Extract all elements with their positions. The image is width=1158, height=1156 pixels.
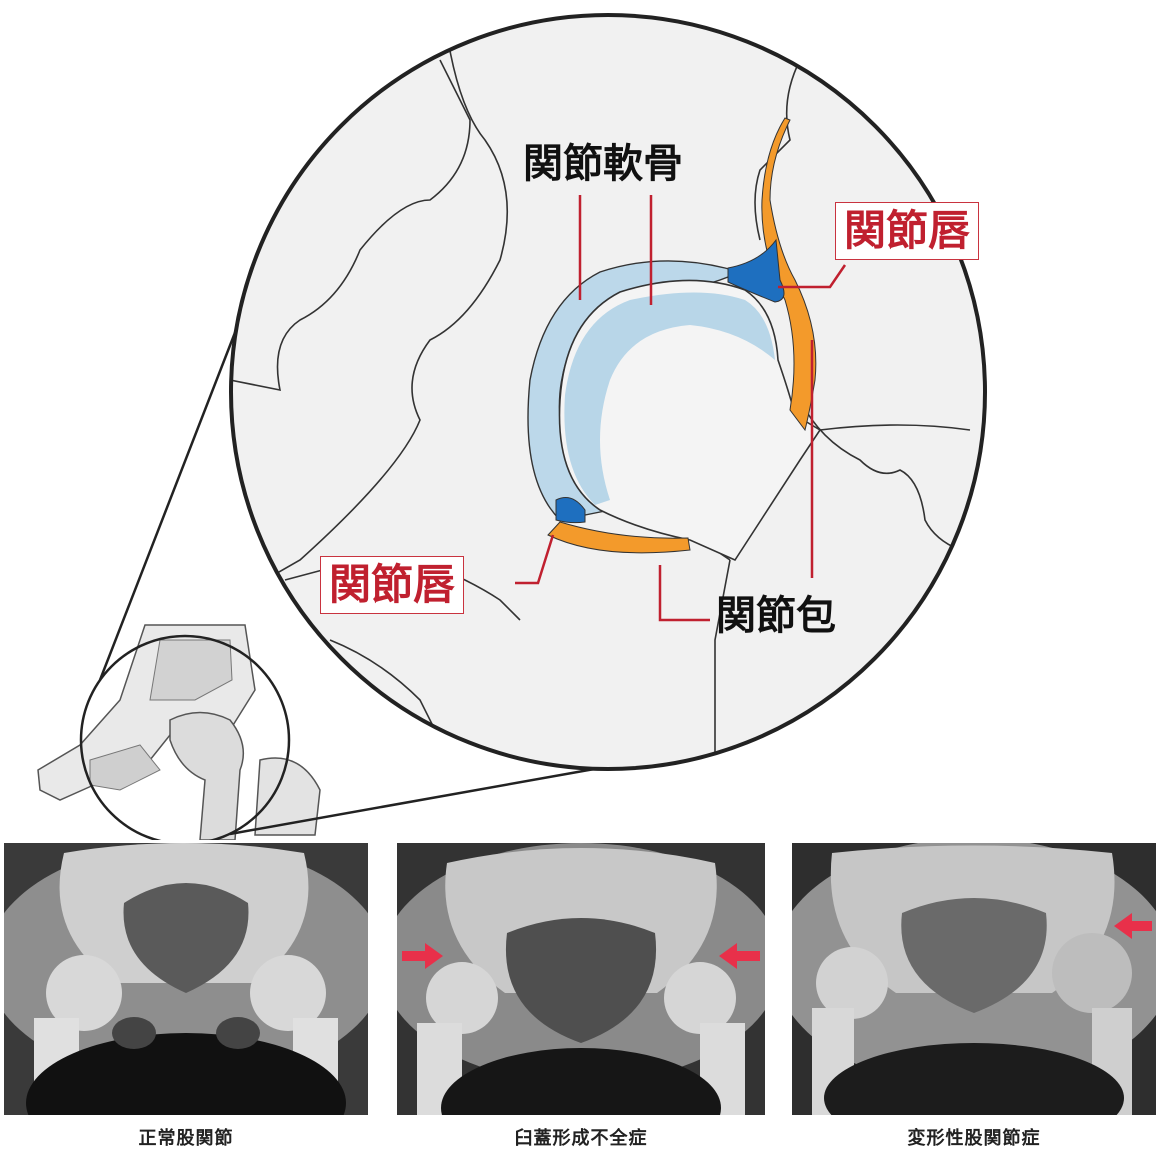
xray-normal [4, 843, 368, 1115]
labrum-lower [555, 497, 586, 524]
arrow-icon [1114, 913, 1152, 939]
caption-normal: 正常股関節 [138, 1128, 234, 1149]
label-articular-cartilage: 関節軟骨 [523, 141, 683, 187]
joint-capsule-upper [761, 117, 817, 432]
joint-capsule-lower [547, 521, 691, 554]
femoral-cartilage [564, 292, 775, 505]
pelvis-thumbnail [37, 624, 321, 840]
caption-osteoarthritis: 変形性股関節症 [907, 1128, 1041, 1149]
hip-joint-diagram [37, 13, 987, 840]
zoom-line-upper [98, 329, 238, 681]
xray-osteoarthritis [792, 843, 1156, 1115]
label-joint-capsule: 関節包 [716, 593, 836, 639]
zoom-line-lower [229, 766, 601, 836]
label-labrum-lower: 関節唇 [320, 556, 465, 614]
magnified-joint [231, 15, 985, 769]
arrow-icon [402, 943, 760, 969]
caption-dysplasia: 臼蓋形成不全症 [514, 1128, 648, 1149]
leader-lines [515, 195, 847, 622]
label-labrum-upper: 関節唇 [835, 202, 980, 260]
labrum-upper [727, 238, 785, 303]
xray-dysplasia [397, 843, 765, 1115]
